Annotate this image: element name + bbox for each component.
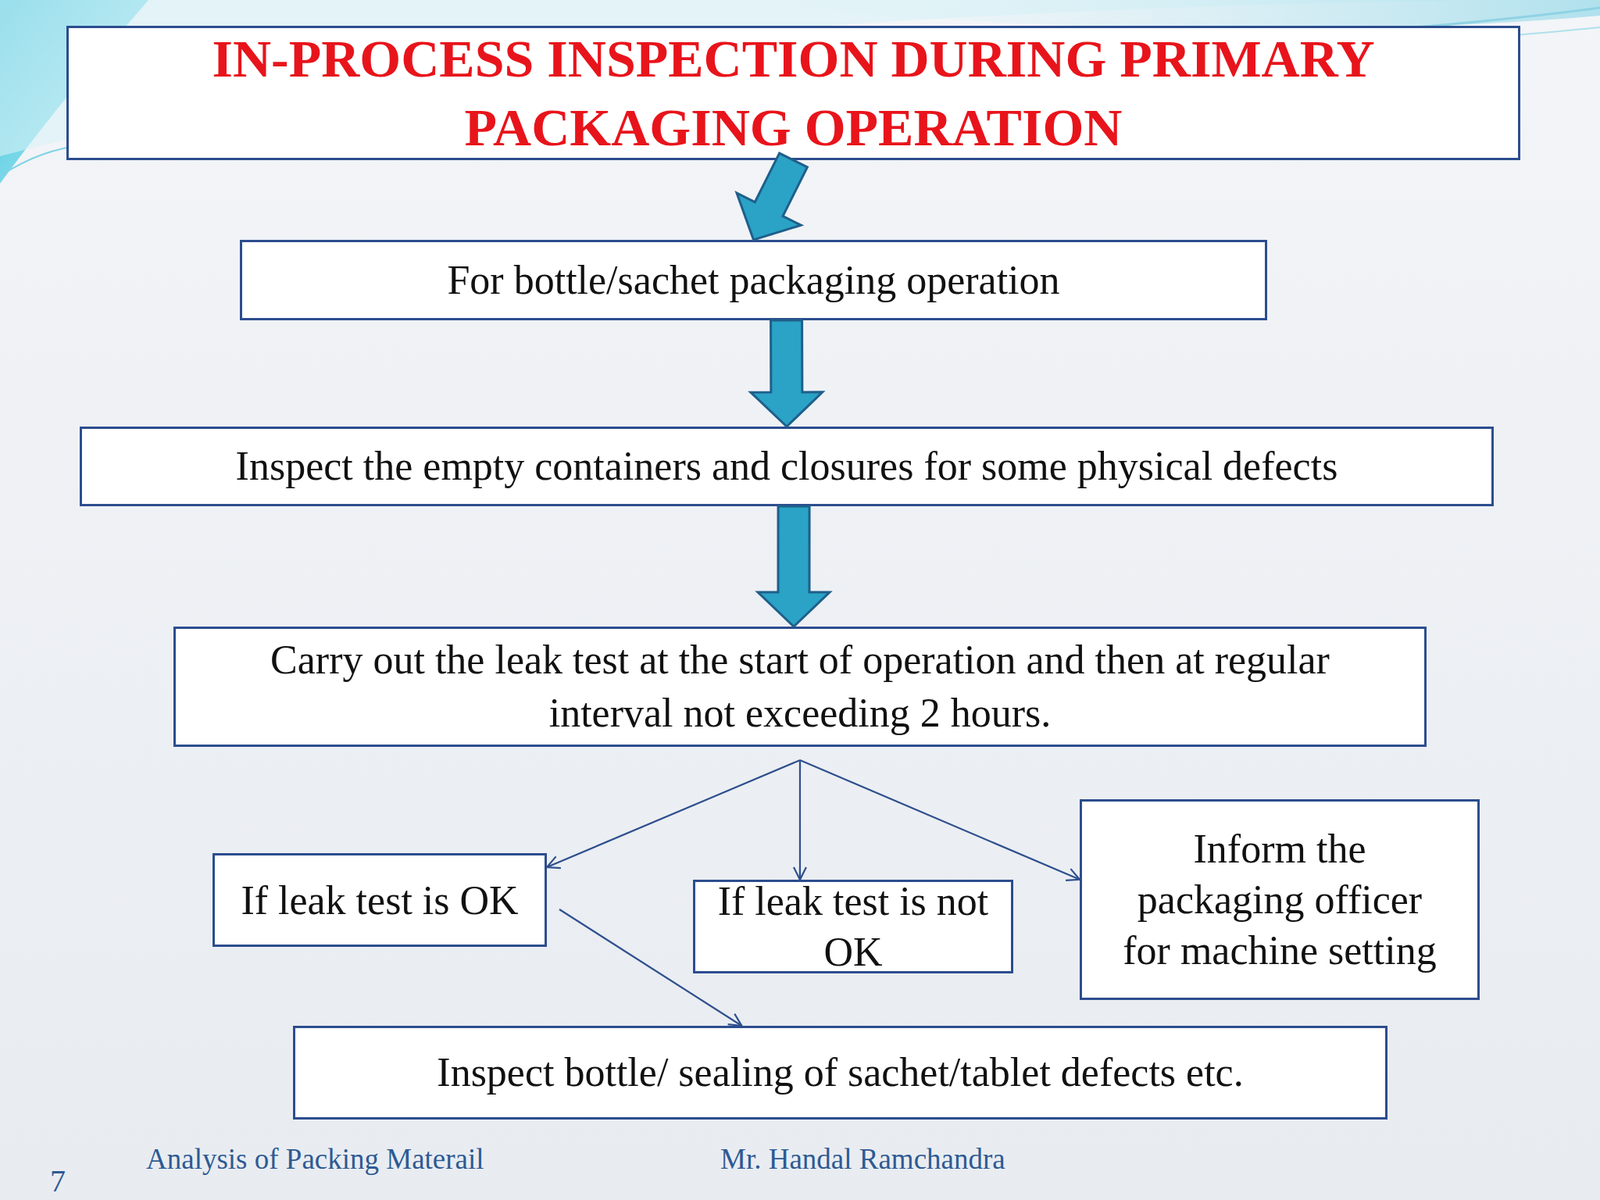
- block-arrow: [757, 506, 830, 627]
- flow-arrow: [799, 760, 801, 880]
- node-text: IN-PROCESS INSPECTION DURING PRIMARY PAC…: [76, 24, 1511, 163]
- block-arrow: [750, 320, 823, 427]
- node-text: If leak test is OK: [240, 875, 518, 926]
- condition-box: If leak test is not OK: [692, 879, 1014, 974]
- node-text: Inspect the empty containers and closure…: [235, 439, 1339, 493]
- process-box: For bottle/sachet packaging operation: [239, 239, 1268, 321]
- footer-text: Analysis of Packing Materail: [146, 1142, 485, 1176]
- node-text: If leak test is not OK: [701, 875, 1005, 978]
- node-text: Inspect bottle/ sealing of sachet/tablet…: [436, 1046, 1243, 1100]
- process-box: Inspect bottle/ sealing of sachet/tablet…: [292, 1025, 1388, 1120]
- node-text: Carry out the leak test at the start of …: [207, 633, 1393, 740]
- top-right-swoosh: [703, 0, 1600, 29]
- node-text: For bottle/sachet packaging operation: [446, 253, 1060, 308]
- footer-author: Mr. Handal Ramchandra: [720, 1142, 1006, 1176]
- action-box: Inform the packaging officer for machine…: [1079, 799, 1480, 1000]
- node-text: Inform the packaging officer for machine…: [1113, 823, 1447, 976]
- flow-arrow: [546, 760, 800, 868]
- block-arrow: [736, 153, 808, 240]
- flow-arrow: [800, 760, 1080, 880]
- condition-box: If leak test is OK: [212, 853, 547, 947]
- process-box: Inspect the empty containers and closure…: [79, 426, 1494, 507]
- title-box: IN-PROCESS INSPECTION DURING PRIMARY PAC…: [66, 25, 1521, 161]
- process-box: Carry out the leak test at the start of …: [173, 626, 1427, 747]
- slide-number: 7: [50, 1162, 66, 1200]
